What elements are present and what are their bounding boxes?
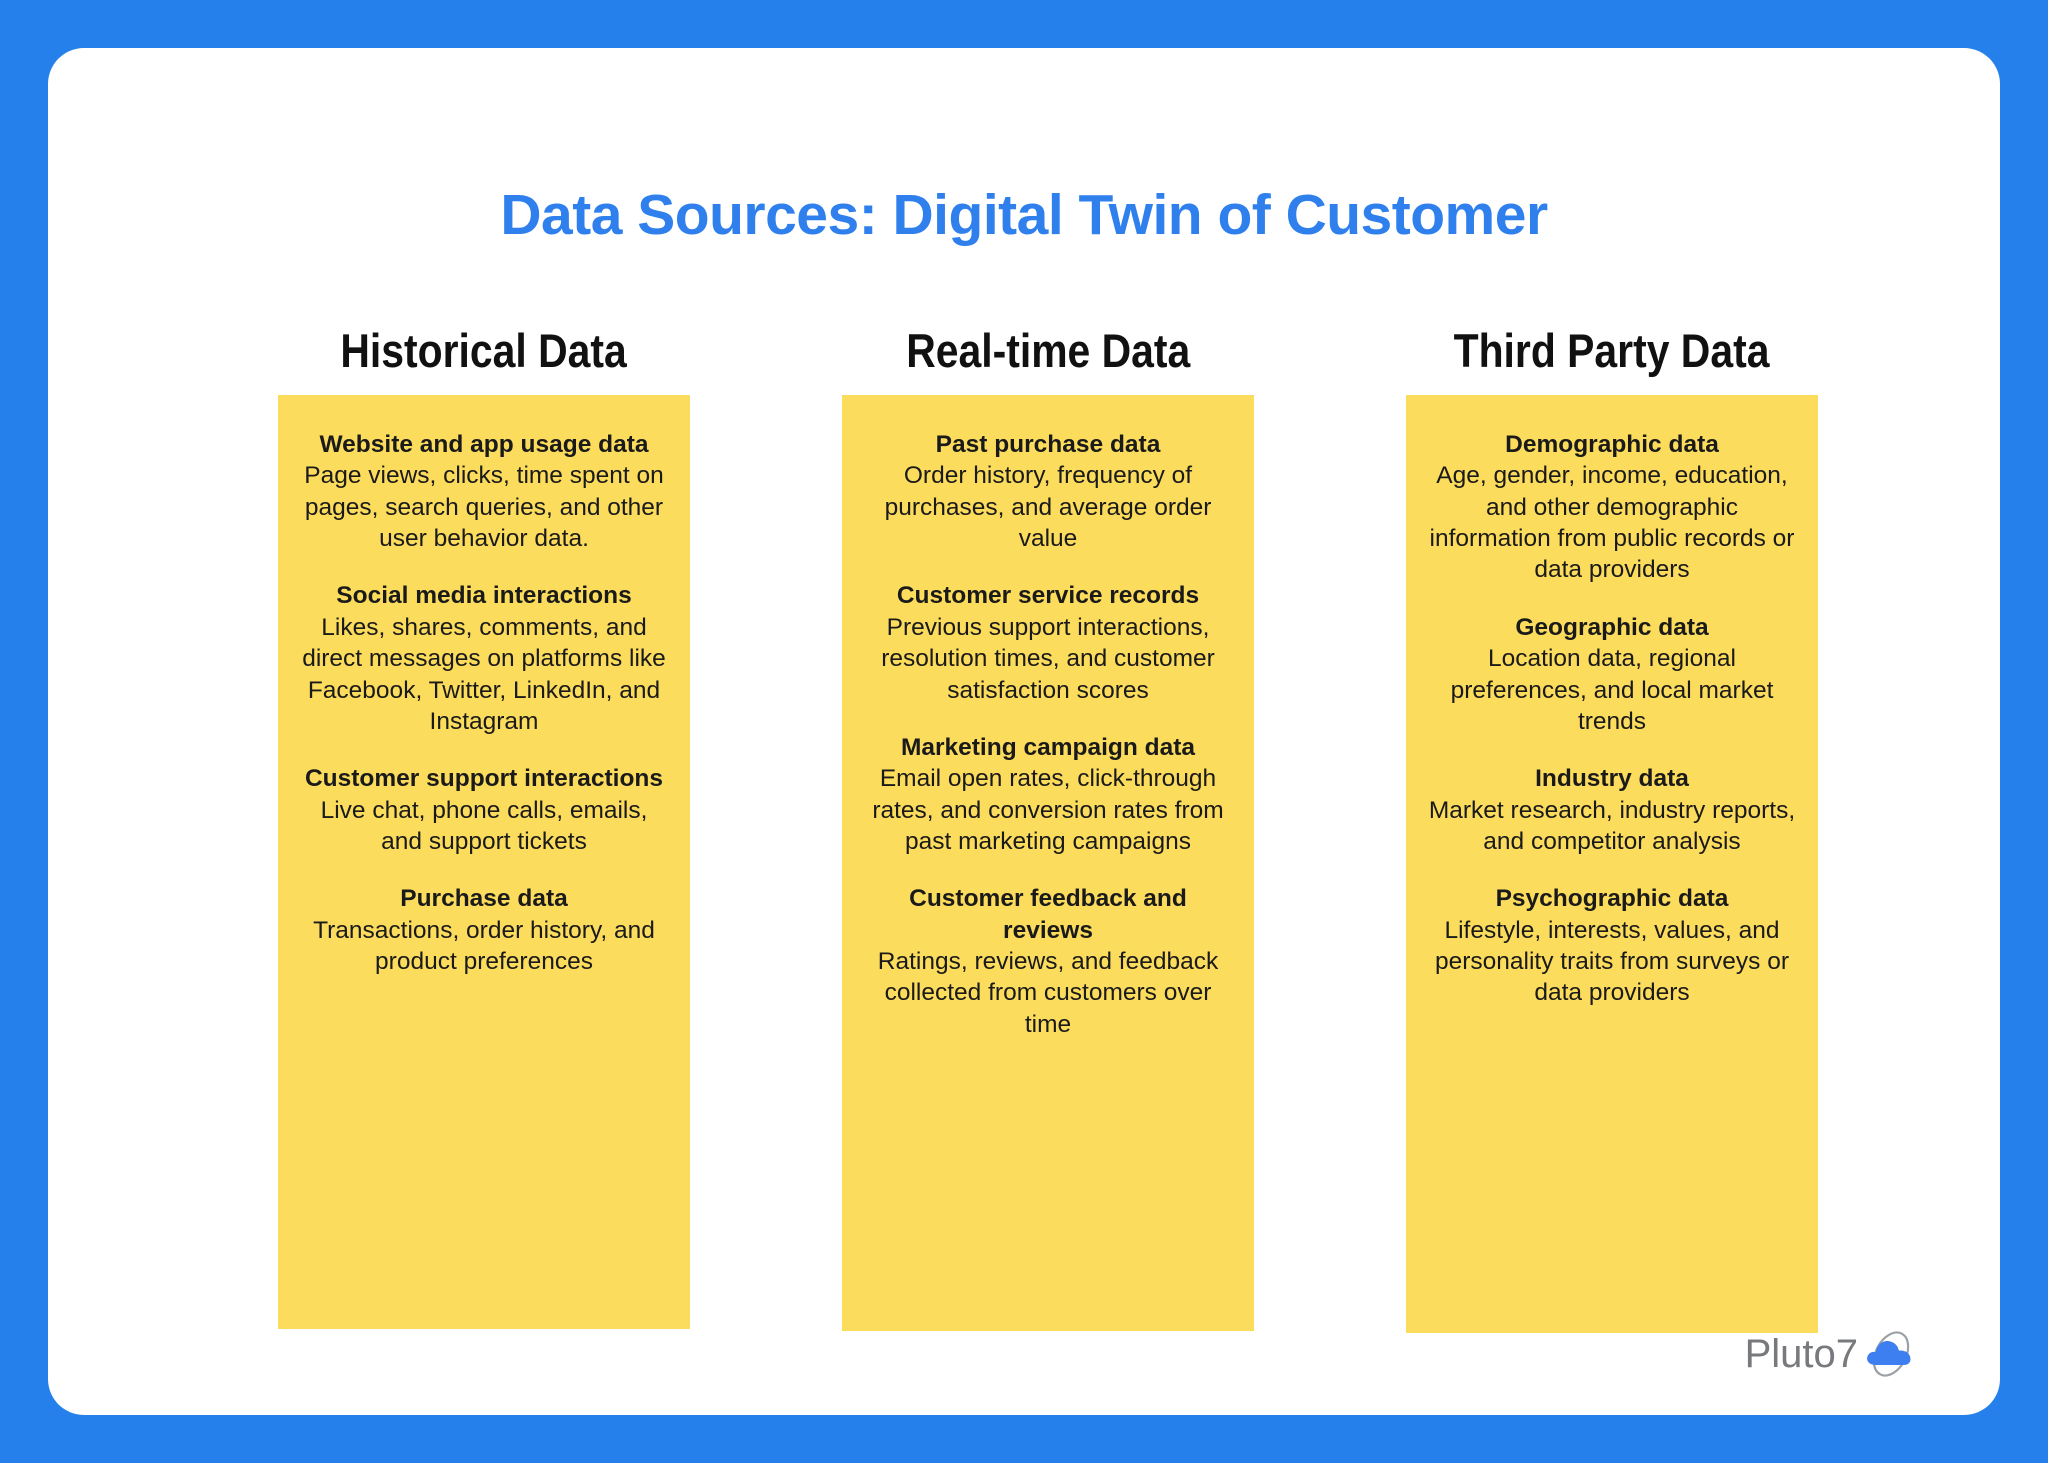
entry-title: Social media interactions [336,582,632,610]
entry-description: Page views, clicks, time spent on pages,… [304,462,664,553]
entry-description: Order history, frequency of purchases, a… [884,462,1212,553]
column-panel: Demographic data Age, gender, income, ed… [1406,395,1818,1334]
white-card-frame: Data Sources: Digital Twin of Customer H… [48,48,2000,1415]
entry-title: Customer support interactions [304,765,663,793]
logo-wordmark: Pluto7 [1744,1332,1858,1376]
column-historical-data: Historical Data Website and app usage da… [278,324,690,1330]
entry: Geographic data Location data, regional … [1428,612,1796,737]
entry: Psychographic data Lifestyle, interests,… [1428,883,1796,1008]
entry-description: Market research, industry reports, and c… [1428,796,1796,855]
entry: Purchase data Transactions, order histor… [300,883,668,977]
entry: Social media interactions Likes, shares,… [300,580,668,737]
entry: Customer support interactions Live chat,… [300,763,668,857]
entry-description: Lifestyle, interests, values, and person… [1435,916,1789,1007]
cloud-orbit-icon [1867,1331,1911,1377]
page-title: Data Sources: Digital Twin of Customer [500,183,1548,247]
entry-title: Geographic data [1515,613,1709,641]
entry-title: Industry data [1535,765,1689,793]
entry: Marketing campaign data Email open rates… [864,732,1232,857]
entry-description: Ratings, reviews, and feedback collected… [877,948,1219,1038]
entry-title: Marketing campaign data [900,733,1196,761]
entry-title: Purchase data [400,885,568,913]
entry-description: Location data, regional preferences, and… [1450,645,1774,735]
entry: Website and app usage data Page views, c… [300,429,668,554]
columns-container: Historical Data Website and app usage da… [278,324,1818,1334]
column-header: Historical Data [340,324,628,377]
column-third-party-data: Third Party Data Demographic data Age, g… [1406,324,1818,1334]
entry-title: Customer service records [896,582,1200,610]
entry: Demographic data Age, gender, income, ed… [1428,429,1796,586]
entry: Past purchase data Order history, freque… [864,429,1232,554]
column-header: Third Party Data [1454,324,1770,377]
entry-description: Live chat, phone calls, emails, and supp… [320,796,648,855]
entry-description: Age, gender, income, education, and othe… [1429,462,1795,584]
entry-description: Previous support interactions, resolutio… [881,613,1215,704]
entry-description: Transactions, order history, and product… [313,916,655,976]
entry-description: Likes, shares, comments, and direct mess… [302,613,666,735]
column-header: Real-time Data [905,324,1191,377]
entry-title: Customer feedback and reviews [909,885,1187,944]
entry-title: Psychographic data [1495,885,1729,913]
entry: Customer feedback and reviews Ratings, r… [864,883,1232,1040]
column-real-time-data: Real-time Data Past purchase data Order … [842,324,1254,1332]
entry-title: Past purchase data [935,431,1161,459]
entry-title: Website and app usage data [319,431,649,459]
entry-title: Demographic data [1505,431,1719,459]
entry: Customer service records Previous suppor… [864,580,1232,705]
column-panel: Past purchase data Order history, freque… [842,395,1254,1332]
entry-description: Email open rates, click-through rates, a… [872,765,1224,855]
pluto7-logo: Pluto7 [1745,1329,1922,1379]
column-panel: Website and app usage data Page views, c… [278,395,690,1330]
entry: Industry data Market research, industry … [1428,763,1796,857]
